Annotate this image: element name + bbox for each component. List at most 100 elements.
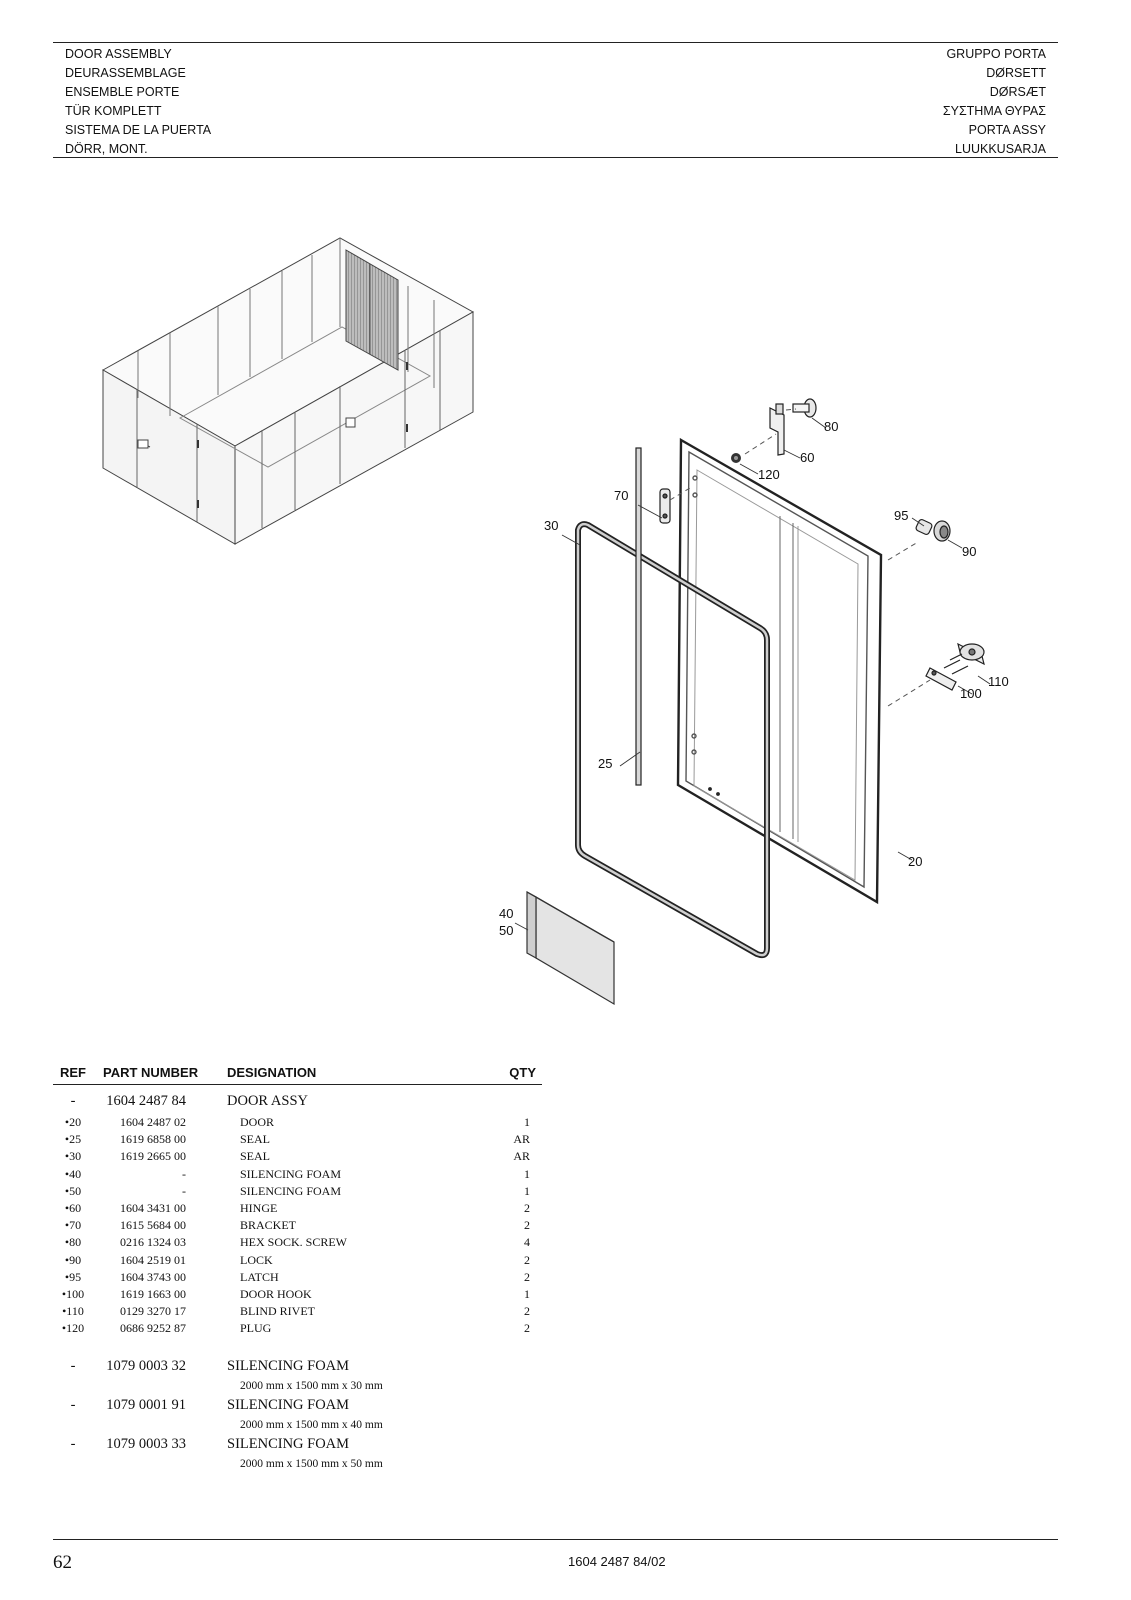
designation-cell: SILENCING FOAM	[240, 1166, 342, 1181]
page-footer: 62 1604 2487 84/02	[53, 1539, 1058, 1580]
callout-90: 90	[962, 544, 976, 559]
designation-cell: LATCH	[240, 1269, 279, 1284]
door-hook-part	[925, 642, 985, 691]
qty-cell: 1	[524, 1166, 530, 1181]
callout-70: 70	[614, 488, 628, 503]
part-number-cell: 1604 2487 02	[120, 1115, 186, 1129]
callout-100: 100	[960, 686, 982, 701]
qty-cell: 4	[524, 1235, 530, 1250]
callout-25: 25	[598, 756, 612, 771]
designation-cell: HEX SOCK. SCREW	[240, 1235, 348, 1250]
part-number-cell: 1619 2665 00	[120, 1149, 186, 1164]
header-title: ENSEMBLE PORTE	[65, 85, 180, 99]
qty-cell: AR	[513, 1149, 530, 1164]
lock-latch-part	[915, 518, 951, 542]
table-row: •120 0686 9252 87 PLUG 2	[53, 1321, 542, 1338]
page-number: 62	[53, 1552, 72, 1573]
callout-60: 60	[800, 450, 814, 465]
callout-120: 120	[758, 467, 780, 482]
ref-cell: •100	[61, 1286, 85, 1301]
table-row: - 1079 0001 91 SILENCING FOAM	[53, 1397, 542, 1419]
designation-cell: SILENCING FOAM	[227, 1358, 350, 1375]
qty-cell: 2	[524, 1218, 530, 1233]
header-title: DÖRR, MONT.	[65, 142, 148, 156]
callout-50: 50	[499, 923, 513, 938]
ref-cell: •50	[64, 1183, 82, 1198]
header-title: DOOR ASSEMBLY	[65, 47, 172, 61]
header-title: SISTEMA DE LA PUERTA	[65, 123, 212, 137]
seal-loop-part	[575, 521, 770, 959]
dimension-note-row: 2000 mm x 1500 mm x 40 mm	[53, 1419, 542, 1436]
ref-cell: •120	[61, 1321, 85, 1336]
header-titles-right: GRUPPO PORTA DØRSETT DØRSÆT ΣΥΣΤΗΜΑ ΘΥΡΑ…	[943, 45, 1046, 159]
ref-cell: •20	[64, 1115, 82, 1129]
header-title: ΣΥΣΤΗΜΑ ΘΥΡΑΣ	[942, 104, 1046, 118]
part-number-cell: 0129 3270 17	[120, 1304, 186, 1319]
silencing-foam-part	[526, 890, 615, 1006]
dimension-note-row: 2000 mm x 1500 mm x 50 mm	[53, 1458, 542, 1475]
designation-cell: LOCK	[240, 1252, 273, 1267]
ref-cell: -	[70, 1093, 76, 1109]
seal-strip-part	[635, 447, 642, 786]
document-reference: 1604 2487 84/02	[568, 1554, 666, 1569]
table-header: REF PART NUMBER DESIGNATION QTY	[53, 1062, 542, 1085]
part-number-cell: 1604 2487 84	[106, 1093, 186, 1109]
part-number-cell: 1079 0003 33	[106, 1436, 186, 1453]
col-designation-header: DESIGNATION	[227, 1065, 317, 1080]
page-header: DOOR ASSEMBLY DEURASSEMBLAGE ENSEMBLE PO…	[53, 42, 1058, 158]
ref-cell: •60	[64, 1200, 82, 1215]
designation-cell: SILENCING FOAM	[240, 1183, 342, 1198]
header-title: PORTA ASSY	[968, 123, 1046, 137]
ref-cell: -	[70, 1397, 76, 1414]
designation-cell: PLUG	[240, 1321, 272, 1336]
qty-cell: 2	[524, 1321, 530, 1336]
designation-cell: BRACKET	[240, 1218, 297, 1233]
ref-cell: •110	[62, 1304, 84, 1319]
callout-110: 110	[988, 674, 1009, 689]
table-row: - 1079 0003 33 SILENCING FOAM	[53, 1436, 542, 1458]
designation-cell: DOOR HOOK	[240, 1286, 312, 1301]
part-number-cell: 0686 9252 87	[120, 1321, 186, 1336]
part-number-cell: -	[182, 1166, 186, 1181]
part-number-cell: 1604 2519 01	[120, 1252, 186, 1267]
col-part-number-header: PART NUMBER	[103, 1065, 199, 1080]
designation-cell: SILENCING FOAM	[227, 1397, 350, 1414]
ref-cell: -	[70, 1436, 76, 1453]
qty-cell: 2	[524, 1304, 530, 1319]
part-number-cell: 1079 0001 91	[106, 1397, 186, 1414]
designation-cell: DOOR	[240, 1115, 275, 1129]
callout-20: 20	[908, 854, 922, 869]
header-title: GRUPPO PORTA	[946, 47, 1046, 61]
callout-80: 80	[824, 419, 838, 434]
designation-cell: SILENCING FOAM	[227, 1436, 350, 1453]
designation-cell: DOOR ASSY	[227, 1093, 308, 1109]
header-title: DEURASSEMBLAGE	[65, 66, 186, 80]
col-qty-header: QTY	[509, 1065, 536, 1080]
part-number-cell: 1079 0003 32	[106, 1358, 186, 1375]
callout-40: 40	[499, 906, 513, 921]
callout-30: 30	[544, 518, 558, 533]
ref-cell: •70	[64, 1218, 82, 1233]
door-panel-part	[676, 437, 883, 905]
qty-cell: 2	[524, 1200, 530, 1215]
part-number-cell: 0216 1324 03	[120, 1235, 186, 1250]
qty-cell: 1	[524, 1286, 530, 1301]
parts-list-table: REF PART NUMBER DESIGNATION QTY - 1604 2…	[53, 1062, 542, 1475]
ref-cell: •25	[64, 1132, 82, 1147]
part-number-cell: 1604 3743 00	[120, 1269, 186, 1284]
ref-cell: •30	[64, 1149, 82, 1164]
qty-cell: 2	[524, 1252, 530, 1267]
callout-95: 95	[894, 508, 908, 523]
